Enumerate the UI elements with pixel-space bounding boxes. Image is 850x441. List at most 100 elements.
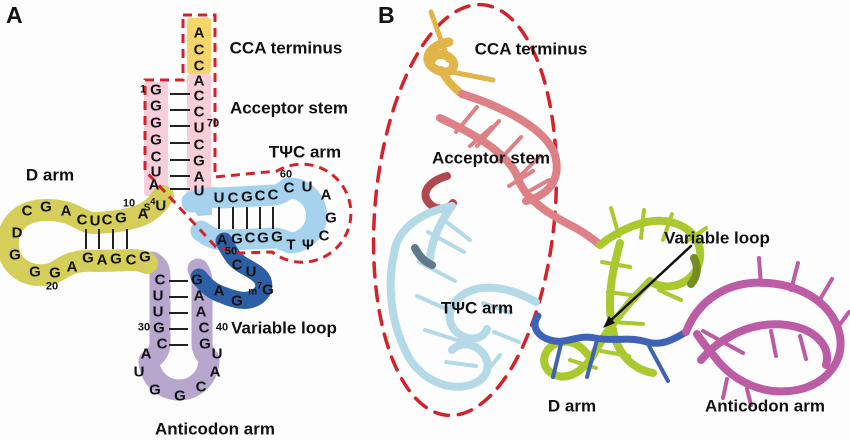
base-pair-line [218,207,220,229]
nucleotide: G [174,387,186,405]
nucleotide: G [271,228,283,246]
nucleotide: U [133,363,145,381]
anticodon-arm-ribbon [138,251,220,401]
arm-label: Acceptor stem [229,98,349,118]
nucleotide: A [137,205,149,223]
modification-superscript: 7 [257,280,263,291]
nucleotide: G [231,230,243,248]
nucleotide: C [193,103,205,121]
nucleotide: G [9,246,21,264]
arm-label: Variable loop [664,228,770,248]
panel-b-label: B [378,2,395,28]
tpsi-c-arm-ribbon [181,177,327,254]
nucleotide: C [254,187,266,205]
nucleotide: U [150,163,162,181]
variable-loop-arrow [603,244,693,328]
nucleotide: C [318,227,330,245]
nucleotide: A [320,186,332,204]
base-pair-line [126,229,128,249]
nucleotide: A [193,287,205,305]
cca-highlight [187,18,211,74]
nucleotide: G [199,335,211,353]
nucleotide: C [154,271,166,289]
nucleotide: G [40,198,52,216]
base-pair-line [112,229,114,249]
nucleotide: G [153,319,165,337]
base-pair-line [170,93,190,95]
arm-label: TΨC arm [268,142,342,162]
arm-label: CCA terminus [229,38,343,58]
position-label: 30 [137,321,151,334]
nucleotide: C [267,186,279,204]
arm-label: Anticodon arm [705,396,825,416]
base-pair-line [169,280,188,282]
base-pair-line [232,207,234,229]
base-pair-line [169,344,188,346]
position-label: 50 [224,245,238,258]
arm-label: CCA terminus [474,39,588,59]
nucleotide: C [76,211,88,229]
nucleotide: A [193,168,205,186]
nucleotide: A [209,363,221,381]
base-pair-line [170,125,190,127]
nucleotide: U [152,287,164,305]
nucleotide: U [245,263,257,281]
base-pair-line [170,159,190,161]
arm-label: Anticodon arm [155,419,275,439]
position-label: 20 [45,280,59,293]
nucleotide: C [156,335,168,353]
nucleotide: G [29,263,41,281]
nucleotide: C [244,229,256,247]
arm-label: D arm [547,396,597,416]
nucleotide: G [193,152,205,170]
base-pair-line [272,207,274,229]
nucleotide: G [150,114,162,132]
nucleotide: A [193,24,205,42]
position-label: 1 [139,83,147,96]
nucleotide: A [60,202,72,220]
nucleotide: G [325,209,337,227]
arm-label: D arm [25,165,75,185]
nucleotide: G [191,271,203,289]
nucleotide: U [211,345,223,363]
arm-label: Variable loop [231,318,337,338]
nucleotide: A [195,303,207,321]
arm-label: Acceptor stem [431,148,551,168]
nucleotide: G [82,249,94,267]
d-arm-ribbon [0,185,174,287]
base-pair-line [169,312,188,314]
nucleotide: G [49,264,61,282]
nucleotide: G [149,381,161,399]
nucleotide: C [283,179,295,197]
panel-a-cloverleaf [0,13,353,401]
nucleotide: C [21,202,33,220]
nucleotide: D [11,224,23,242]
nucleotide: Ψ [301,236,315,254]
position-label: 10 [122,197,136,210]
nucleotide: C [150,148,162,166]
nucleotide: G [231,292,243,310]
nucleotide: C [193,87,205,105]
nucleotide: A [140,345,152,363]
modification-prefix: m [248,286,258,298]
nucleotide: m7G [248,280,274,299]
base-pair-line [246,207,248,229]
nucleotide: A [213,282,225,300]
arm-label: TΨC arm [440,298,514,318]
base-pair-line [169,296,188,298]
nucleotide: C [193,136,205,154]
nucleotide: C [125,251,137,269]
nucleotide: A [96,251,108,269]
nucleotide: G [150,81,162,99]
position-label: 70 [206,117,220,130]
nucleotide: U [89,212,101,230]
nucleotide: A [193,72,205,90]
nucleotide: C [193,57,205,75]
nucleotide: A [216,231,228,249]
nucleotide: G [150,97,162,115]
nucleotide: T [286,236,296,254]
nucleotide: G [241,188,253,206]
nucleotide: U [193,182,205,200]
